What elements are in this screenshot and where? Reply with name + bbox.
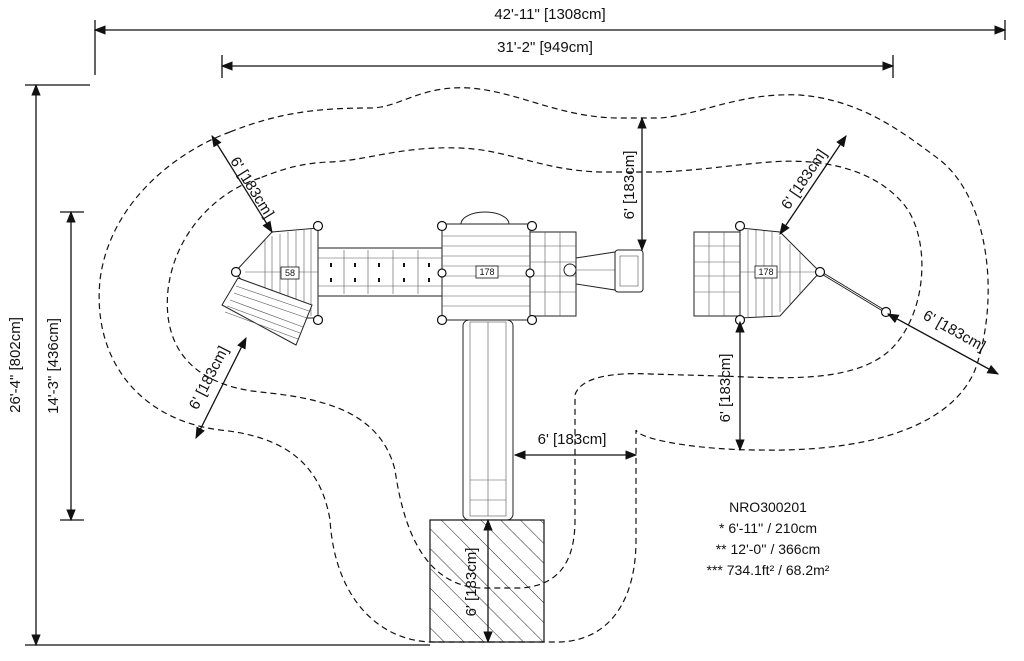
- clearance-right-lower-label: 6' [183cm]: [717, 354, 734, 423]
- lookout-panel: [529, 231, 644, 317]
- overall-width-label: 42'-11" [1308cm]: [494, 6, 605, 23]
- access-steps: [221, 277, 313, 346]
- overall-width-dimension: 42'-11" [1308cm]: [93, 4, 1007, 75]
- clearance-right: 6' [183cm]: [886, 307, 1000, 375]
- clearance-lower-left-label: 6' [183cm]: [186, 343, 232, 412]
- clearance-upper-right: 6' [183cm]: [778, 135, 847, 235]
- clearance-slide-side-label: 6' [183cm]: [538, 431, 607, 448]
- clearance-upper-right-label: 6' [183cm]: [778, 146, 831, 212]
- right-deck: 178: [693, 227, 887, 319]
- bridge: [317, 247, 443, 297]
- clearance-right-label: 6' [183cm]: [920, 307, 988, 355]
- clearance-slide-exit: 6' [183cm]: [463, 518, 493, 644]
- clearance-top-center-label: 6' [183cm]: [621, 151, 638, 220]
- posts: [230, 220, 892, 326]
- clearance-top-center: 6' [183cm]: [621, 116, 647, 252]
- play-structure: 58: [221, 211, 892, 521]
- clearance-lower-left: 6' [183cm]: [186, 336, 247, 440]
- structure-depth-label: 14'-3" [436cm]: [45, 318, 62, 414]
- overall-depth-dimension: 26'-4" [802cm]: [7, 83, 430, 647]
- clearance-upper-left: 6' [183cm]: [211, 135, 277, 233]
- model-number: NRO300201: [729, 499, 807, 515]
- center-deck-label: 178: [479, 267, 494, 277]
- info-block: NRO300201 * 6'-11'' / 210cm ** 12'-0'' /…: [707, 499, 830, 578]
- structure-width-dimension: 31'-2" [949cm]: [220, 36, 895, 78]
- slide-exit-zone: [429, 519, 545, 643]
- clearance-slide-exit-label: 6' [183cm]: [463, 548, 480, 617]
- fall-height: * 6'-11'' / 210cm: [719, 520, 817, 536]
- overall-height: ** 12'-0'' / 366cm: [716, 541, 821, 557]
- structure-depth-dimension: 14'-3" [436cm]: [45, 210, 84, 522]
- right-deck-label: 178: [758, 267, 773, 277]
- left-deck-label: 58: [285, 268, 295, 278]
- overall-depth-label: 26'-4" [802cm]: [7, 317, 24, 413]
- structure-outline: [166, 147, 923, 589]
- clearance-right-lower: 6' [183cm]: [717, 320, 745, 452]
- use-zone-area: *** 734.1ft² / 68.2m²: [707, 562, 830, 578]
- slide: [462, 319, 514, 521]
- central-deck: 178: [441, 211, 531, 321]
- clearance-slide-side: 6' [183cm]: [513, 431, 638, 460]
- structure-width-label: 31'-2" [949cm]: [497, 39, 593, 56]
- clearance-upper-left-label: 6' [183cm]: [226, 154, 277, 221]
